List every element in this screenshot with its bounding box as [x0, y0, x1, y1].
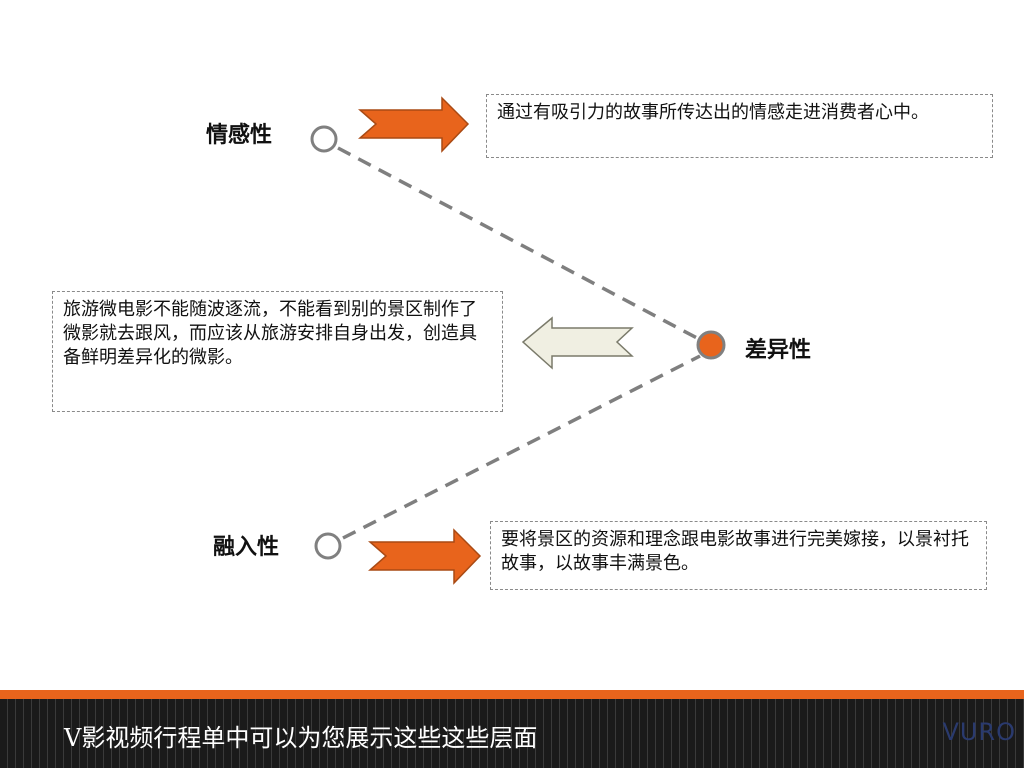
node-emotional-circle	[310, 125, 338, 153]
node-label-difference: 差异性	[745, 338, 812, 363]
footer-bar: V影视频行程单中可以为您展示这些这些层面 VURO	[0, 690, 1024, 768]
arrow-right-integration	[368, 528, 482, 585]
text-box-emotional: 通过有吸引力的故事所传达出的情感走进消费者心中。	[486, 94, 993, 158]
node-integration-circle	[314, 532, 342, 560]
node-label-integration: 融入性	[213, 535, 280, 560]
node-difference-circle	[696, 330, 726, 360]
footer-accent-stripe	[0, 690, 1024, 699]
connector-integration-difference	[342, 354, 701, 540]
arrow-right-emotional	[358, 96, 470, 153]
footer-title: V影视频行程单中可以为您展示这些这些层面	[64, 724, 538, 752]
diagram	[310, 96, 726, 585]
footer-logo: VURO	[942, 718, 1016, 746]
arrow-left-difference	[521, 316, 634, 370]
text-box-integration: 要将景区的资源和理念跟电影故事进行完美嫁接，以景衬托故事，以故事丰满景色。	[490, 521, 987, 590]
node-label-emotional: 情感性	[206, 123, 273, 148]
text-box-difference: 旅游微电影不能随波逐流，不能看到别的景区制作了微影就去跟风，而应该从旅游安排自身…	[52, 291, 503, 412]
